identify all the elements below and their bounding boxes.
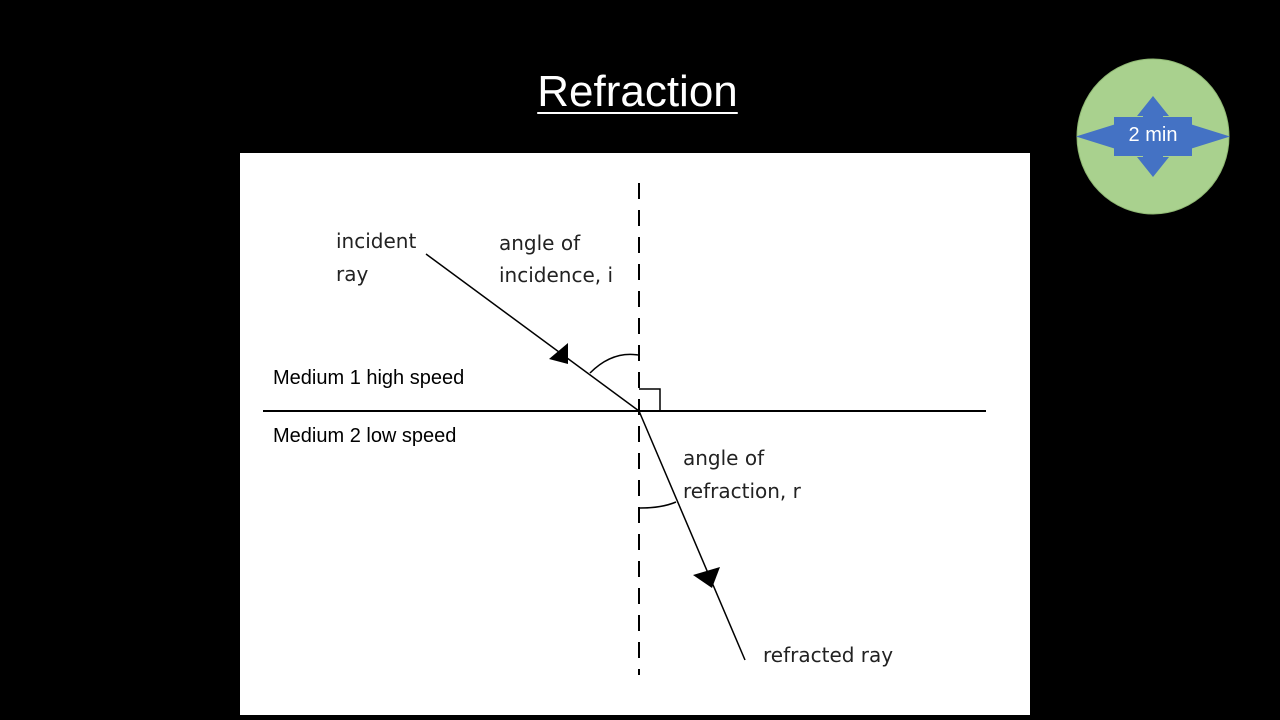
incidence-angle-arc: [589, 353, 639, 374]
timer-badge: 2 min: [1076, 58, 1230, 215]
refracted-arrowhead: [693, 567, 720, 588]
medium2-label: Medium 2 low speed: [273, 425, 457, 447]
refracted-ray-label: refracted ray: [763, 643, 894, 667]
refracted-ray: [638, 410, 746, 661]
four-way-arrow-icon: [1076, 58, 1230, 215]
refraction-angle-arc: [639, 501, 677, 509]
timer-label: 2 min: [1128, 124, 1178, 146]
right-angle-marker: [639, 388, 661, 411]
angle-incidence-label-line2: incidence, i: [499, 263, 614, 287]
medium1-label: Medium 1 high speed: [273, 367, 465, 389]
refraction-diagram: incident ray angle of incidence, i angle…: [240, 153, 1030, 715]
incident-ray: [425, 253, 640, 412]
angle-incidence-label-line1: angle of: [499, 231, 581, 255]
angle-refraction-label-line1: angle of: [683, 446, 765, 470]
incident-ray-label-line1: incident: [336, 229, 417, 253]
incident-arrowhead: [549, 343, 568, 364]
angle-refraction-label-line2: refraction, r: [683, 479, 801, 503]
incident-ray-label-line2: ray: [336, 262, 369, 286]
diagram-drawing: [263, 183, 986, 675]
slide-title-text: Refraction: [537, 67, 738, 116]
slide-title: Refraction: [0, 62, 1275, 122]
